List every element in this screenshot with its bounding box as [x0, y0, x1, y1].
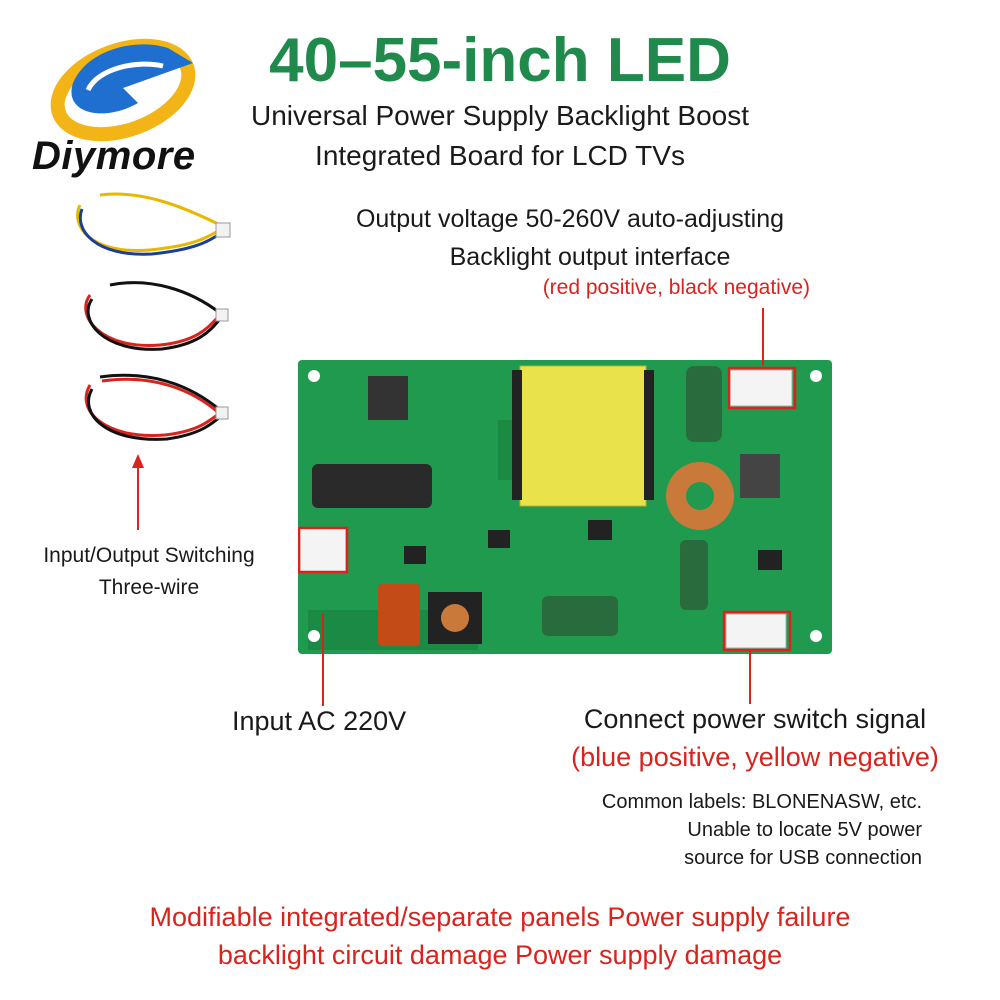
footer-note: Modifiable integrated/separate panels Po… [30, 898, 970, 974]
output-callout: Output voltage 50-260V auto-adjusting Ba… [300, 200, 840, 276]
subtitle-line-1: Universal Power Supply Backlight Boost [250, 100, 749, 131]
signal-connector-icon [725, 613, 787, 649]
switching-callout: Input/Output Switching Three-wire [20, 540, 278, 604]
page-subtitle: Universal Power Supply Backlight Boost I… [200, 96, 800, 176]
footer-line-2: backlight circuit damage Power supply da… [217, 940, 783, 970]
switching-label-line-1: Input/Output Switching [43, 544, 255, 567]
backlight-output-label: Backlight output interface [449, 243, 731, 271]
wire-yellow-blue-icon [76, 192, 231, 256]
power-switch-details: Common labels: BLONENASW, etc. Unable to… [500, 788, 922, 872]
input-connector-icon [299, 527, 347, 573]
capacitor-icon [686, 366, 722, 442]
bulk-capacitor-icon [312, 464, 432, 508]
power-switch-polarity-note: (blue positive, yellow negative) [571, 742, 939, 772]
output-polarity-note: (red positive, black negative) [542, 276, 810, 299]
backlight-connector-icon [729, 369, 793, 407]
power-switch-label: Connect power switch signal [583, 704, 927, 734]
power-supply-board [298, 360, 832, 654]
wire-red-black-icon [84, 281, 229, 351]
detail-line-1: Common labels: BLONENASW, etc. [601, 791, 922, 813]
switching-label-line-2: Three-wire [98, 576, 200, 599]
input-ac-label: Input AC 220V [232, 706, 407, 736]
diymore-logo-icon [50, 38, 196, 142]
brand-name: Diymore [32, 134, 196, 178]
footer-line-1: Modifiable integrated/separate panels Po… [149, 902, 851, 932]
output-voltage-label: Output voltage 50-260V auto-adjusting [355, 205, 785, 233]
wire-harnesses [76, 192, 231, 441]
detail-line-3: source for USB connection [684, 847, 922, 869]
transformer-icon [519, 365, 647, 507]
detail-line-2: Unable to locate 5V power [687, 819, 922, 841]
page-title: 40–55-inch LED [269, 26, 731, 95]
subtitle-line-2: Integrated Board for LCD TVs [315, 140, 685, 171]
wire-three-wire-icon [84, 373, 229, 441]
